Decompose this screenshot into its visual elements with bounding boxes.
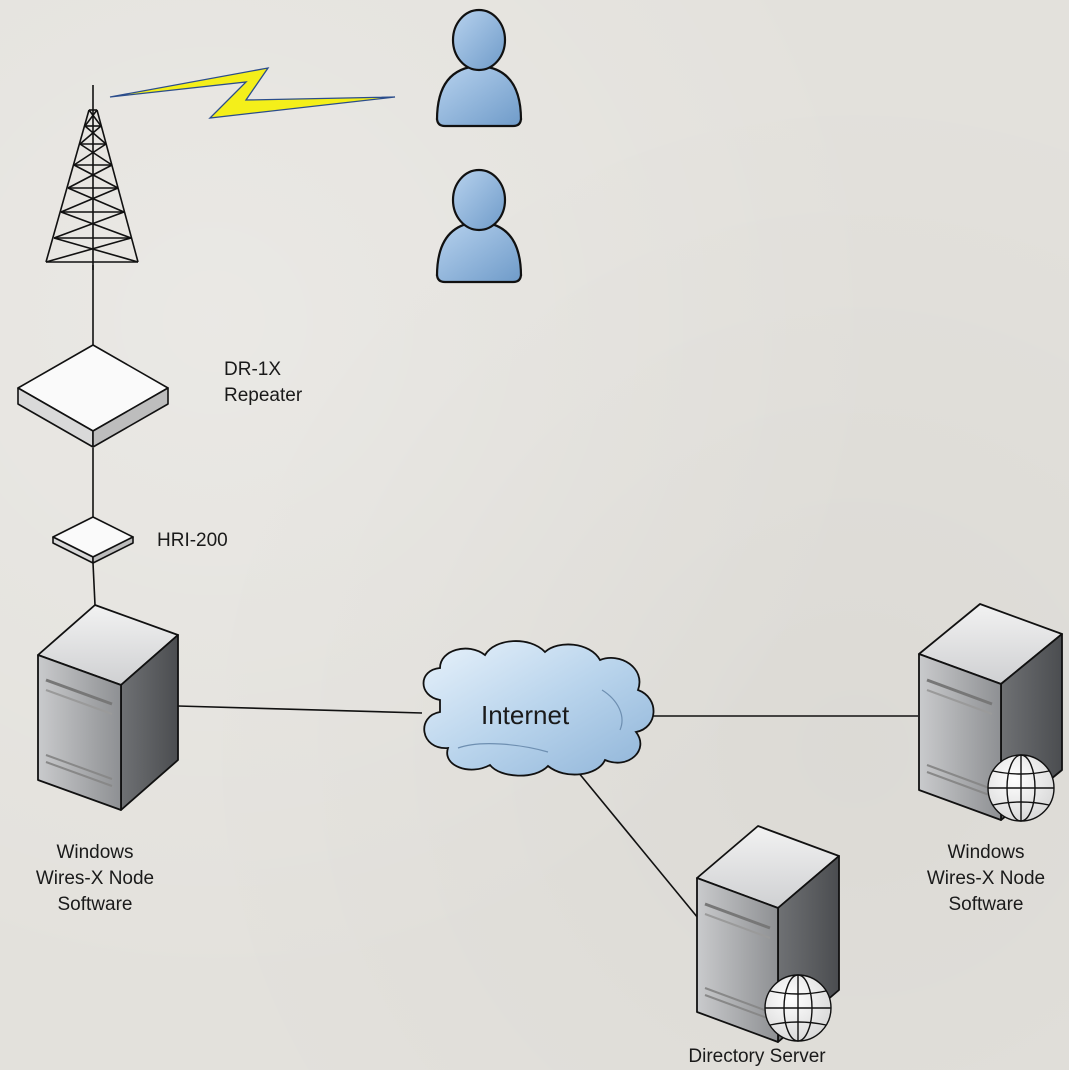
user-icon: [435, 168, 523, 284]
repeater-label-line-2: Repeater: [224, 385, 303, 406]
left-node-label-line-1: Windows: [56, 842, 134, 863]
user-icon: [435, 8, 523, 128]
left-node-label-line-2: Wires-X Node: [35, 868, 155, 889]
radio-tower-icon: [45, 85, 139, 270]
server-tower-icon: [37, 604, 179, 811]
internet-to-directory-line: [577, 771, 699, 919]
repeater-label-line-1: DR-1X: [224, 359, 282, 380]
hri-to-node-line: [92, 562, 96, 606]
right-node-label-line-3: Software: [948, 894, 1024, 915]
cloud-icon: [422, 640, 655, 777]
right-node-label-line-2: Wires-X Node: [926, 868, 1046, 889]
globe-icon: [764, 974, 832, 1042]
right-node-label: Windows Wires-X Node Software: [911, 840, 1061, 918]
left-node-label-line-3: Software: [57, 894, 133, 915]
hri-label: HRI-200: [157, 528, 228, 554]
internet-label-text: Internet: [481, 700, 570, 730]
connection-lines: [92, 265, 918, 919]
hri-label-text: HRI-200: [157, 530, 228, 551]
internet-label: Internet: [481, 700, 569, 731]
hri-interface-icon: [52, 516, 134, 564]
directory-server-label-text: Directory Server: [688, 1046, 826, 1067]
left-node-label: Windows Wires-X Node Software: [20, 840, 170, 918]
repeater-label: DR-1X Repeater: [224, 357, 302, 409]
right-node-label-line-1: Windows: [947, 842, 1025, 863]
lightning-bolt-icon: [109, 67, 396, 119]
globe-icon: [987, 754, 1055, 822]
repeater-box-icon: [17, 344, 169, 448]
directory-server-label: Directory Server: [672, 1044, 842, 1070]
node-to-internet-line: [177, 705, 423, 714]
